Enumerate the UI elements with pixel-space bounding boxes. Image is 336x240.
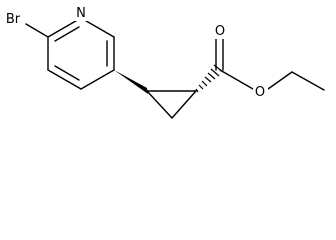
bond-o-ch2	[267, 71, 293, 90]
atom-labels: Br N O O	[2, 4, 268, 100]
pyridine-ring	[47, 17, 115, 90]
cyclopropane-ring	[146, 90, 197, 119]
hashed-wedge-bond-carbonyl	[195, 64, 224, 93]
bond-c4-c3	[47, 69, 82, 90]
bond-cp2-cp3	[171, 90, 197, 119]
wedge-bond-ring-cyclopropane	[114, 70, 148, 94]
double-bond-c4-c3	[54, 65, 80, 81]
bond-cp1-cp3	[146, 90, 173, 119]
double-bond-c2-n	[54, 26, 80, 42]
ester-oxygen-label: O	[255, 85, 265, 100]
ester-group	[215, 37, 325, 91]
molecule-diagram: Br N O O	[2, 4, 325, 119]
bond-ch2-ch3	[291, 71, 325, 91]
nitrogen-label: N	[76, 6, 86, 21]
bond-c5-c4	[80, 69, 115, 90]
bond-c-br	[25, 23, 49, 38]
carbonyl-oxygen-label: O	[215, 24, 225, 39]
bond-n-c6	[80, 17, 115, 38]
bond-c-o-single	[219, 69, 254, 90]
bond-c2-n	[47, 17, 82, 38]
structure-drawing: Br N O O	[2, 4, 325, 119]
bromine-label: Br	[6, 12, 21, 27]
